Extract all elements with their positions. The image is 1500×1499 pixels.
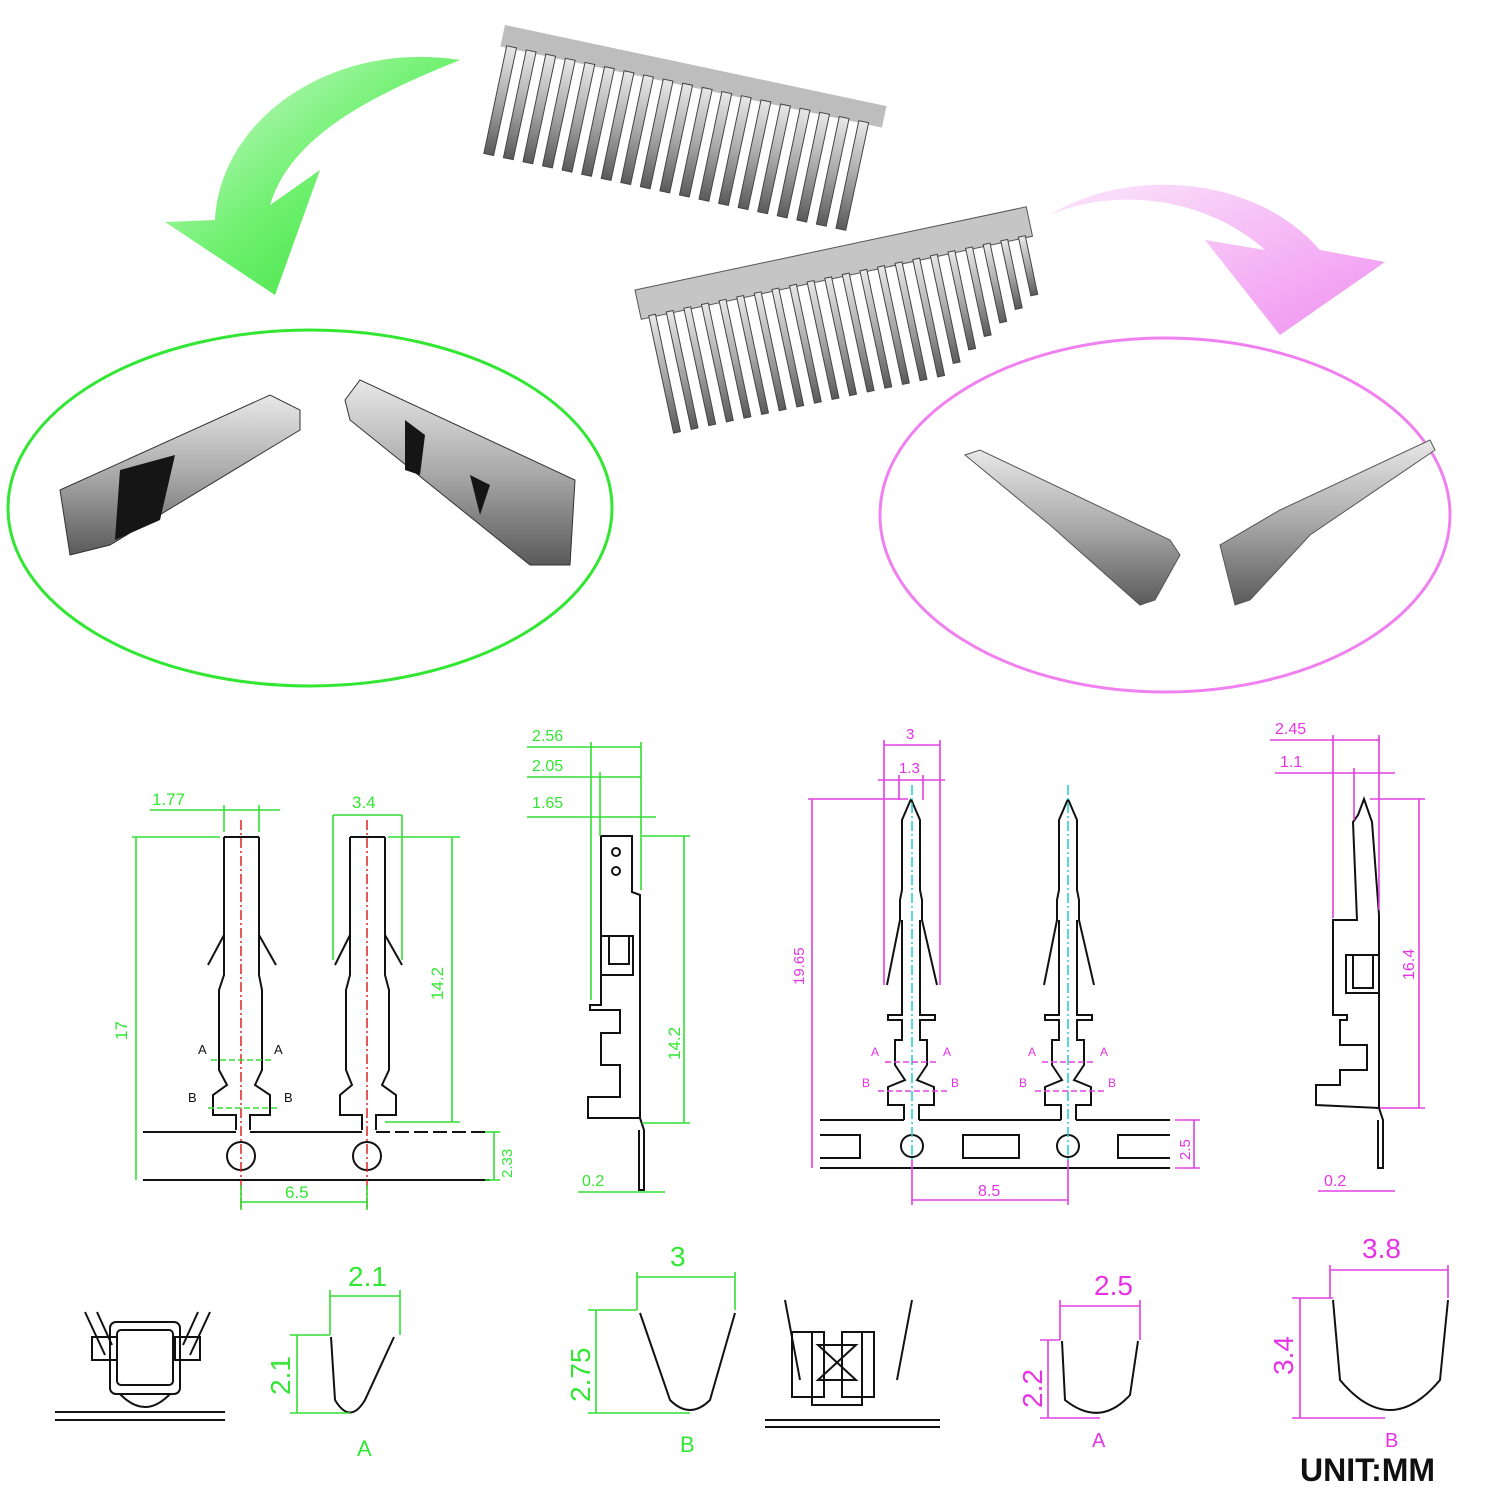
section-label: B [680,1432,695,1457]
dimension-label: 3.4 [352,793,376,812]
male-terminal-reel-photo [634,206,1039,434]
female-terminal-side-drawing: 2.56 2.05 1.65 14.2 0.2 [527,728,690,1193]
dimension-label: 3 [906,726,914,743]
dimension-label: 1.77 [152,790,185,809]
section-a-label: A [871,1045,879,1059]
section-label: A [357,1436,372,1461]
section-label: A [1092,1430,1106,1452]
male-terminal-front-drawing: A A A A B B B B 3 1.3 19.65 2.5 8.5 [791,726,1200,1205]
dimension-label: 2.45 [1275,721,1306,738]
female-terminal-photo-1 [59,394,301,556]
dimension-label: 14.2 [428,967,447,1000]
section-a-label: A [1028,1045,1036,1059]
dimension-label: 2.56 [532,728,563,745]
male-section-a: 2.5 2.2 A [1017,1270,1141,1452]
female-terminal-end-view [55,1311,225,1421]
dimension-label: 8.5 [978,1183,1000,1200]
section-b-label: B [1108,1076,1116,1090]
dimension-label: 3.4 [1268,1336,1299,1375]
section-a-label: A [198,1042,207,1057]
unit-label: UNIT:MM [1300,1452,1436,1488]
section-b-label: B [951,1076,959,1090]
dimension-label: 2.1 [265,1356,296,1395]
male-terminals-closeup [878,336,1452,694]
section-b-label: B [862,1076,870,1090]
dimension-label: 16.4 [1401,949,1418,980]
male-terminal-photo-1 [963,449,1181,606]
section-b-label: B [188,1090,197,1105]
dimension-label: 3.8 [1362,1233,1401,1264]
dimension-label: 1.1 [1280,754,1302,771]
dimension-label: 6.5 [285,1183,309,1202]
dimension-label: 1.65 [532,795,563,812]
female-section-b: 3 2.75 B [565,1241,736,1457]
dimension-label: 2.5 [1094,1270,1133,1301]
section-b-label: B [284,1090,293,1105]
dimension-label: 2.33 [499,1149,516,1178]
dimension-label: 2.75 [565,1348,596,1403]
section-a-label: A [274,1042,283,1057]
dimension-label: 3 [670,1241,686,1272]
male-terminal-photo-2 [1219,439,1436,606]
dimension-label: 14.2 [665,1027,684,1060]
section-a-label: A [943,1045,951,1059]
dimension-label: 0.2 [582,1173,604,1190]
dimension-label: 2.1 [348,1261,387,1292]
female-terminals-closeup [6,328,614,688]
dimension-label: 2.05 [532,758,563,775]
section-label: B [1385,1430,1398,1452]
dimension-label: 19.65 [791,947,808,985]
pink-arrow-icon [1050,184,1385,335]
female-terminal-front-drawing: A A B B 1.77 3.4 17 14.2 2.33 6.5 [112,790,516,1210]
section-b-label: B [1019,1076,1027,1090]
male-section-b: 3.8 3.4 B [1268,1233,1449,1452]
dimension-label: 1.3 [899,760,920,777]
female-terminal-photo-2 [344,379,576,566]
female-section-a: 2.1 2.1 A [265,1261,401,1461]
female-terminal-reel-photo [483,24,887,231]
dimension-label: 2.2 [1017,1369,1048,1408]
green-arrow-icon [165,56,460,295]
male-terminal-side-drawing: 2.45 1.1 16.4 0.2 [1270,721,1425,1192]
male-terminal-end-view [765,1299,940,1428]
dimension-label: 0.2 [1324,1173,1346,1190]
dimension-label: 2.5 [1177,1139,1194,1160]
section-a-label: A [1100,1045,1108,1059]
dimension-label: 17 [112,1021,131,1040]
